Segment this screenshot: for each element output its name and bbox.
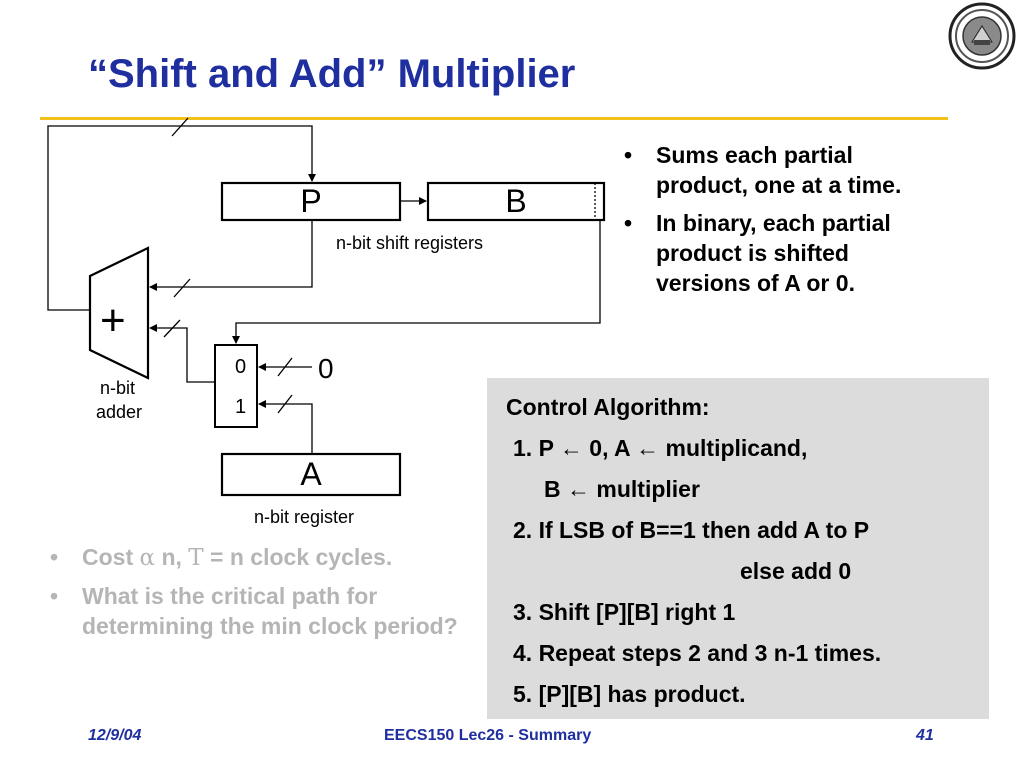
mux-box bbox=[214, 344, 258, 428]
register-p-label: P bbox=[300, 183, 322, 219]
register-a-caption: n-bit register bbox=[254, 507, 355, 527]
bullet-sums-partial-product: Sums each partial product, one at a time… bbox=[618, 140, 918, 200]
cost-prefix: Cost bbox=[82, 544, 134, 570]
footer-page-number: 41 bbox=[916, 727, 934, 744]
constant-zero-label: 0 bbox=[318, 353, 334, 384]
adder-shape bbox=[88, 246, 150, 380]
register-b-label: B bbox=[505, 183, 527, 219]
step-3: 3. Shift [P][B] right 1 bbox=[513, 599, 736, 625]
step-5: 5. [P][B] has product. bbox=[513, 681, 746, 707]
footer-date: 12/9/04 bbox=[88, 727, 142, 744]
step-2b: else add 0 bbox=[740, 558, 852, 584]
right-bullet-list: Sums each partial product, one at a time… bbox=[618, 140, 918, 306]
register-a-box bbox=[220, 452, 402, 497]
alpha-symbol: α bbox=[139, 545, 156, 571]
left-bullet-list: Cost α n, T = n clock cycles. What is th… bbox=[44, 542, 474, 649]
adder-symbol: + bbox=[100, 296, 126, 345]
mux-input-1-label: 1 bbox=[235, 396, 247, 418]
shift-registers-caption: n-bit shift registers bbox=[336, 233, 484, 253]
control-algorithm-box bbox=[487, 378, 989, 719]
register-b-box bbox=[426, 181, 606, 222]
control-algorithm-title: Control Algorithm: bbox=[506, 394, 710, 420]
bullet-cost: Cost α n, T = n clock cycles. bbox=[44, 542, 474, 573]
tau-symbol: T bbox=[188, 545, 204, 571]
step-4: 4. Repeat steps 2 and 3 n-1 times. bbox=[513, 640, 882, 666]
title-rule bbox=[40, 117, 948, 120]
adder-caption-line1: n-bit bbox=[100, 378, 136, 398]
register-a-label: A bbox=[300, 456, 322, 492]
cost-suffix: = n clock cycles. bbox=[210, 544, 393, 570]
cost-mid: n, bbox=[161, 544, 182, 570]
bullet-binary-partial-product: In binary, each partial product is shift… bbox=[618, 208, 918, 298]
step-1a: 1. P ← 0, A ← multiplicand, bbox=[513, 435, 808, 461]
university-seal-icon bbox=[948, 2, 1016, 70]
step-1b: B ← multiplier bbox=[544, 476, 700, 502]
step-2a: 2. If LSB of B==1 then add A to P bbox=[513, 517, 870, 543]
mux-input-0-label: 0 bbox=[235, 356, 247, 378]
adder-caption-line2: adder bbox=[96, 402, 143, 422]
slide-title: “Shift and Add” Multiplier bbox=[88, 52, 576, 96]
bullet-critical-path: What is the critical path for determinin… bbox=[44, 581, 474, 641]
footer-course: EECS150 Lec26 - Summary bbox=[384, 727, 592, 744]
